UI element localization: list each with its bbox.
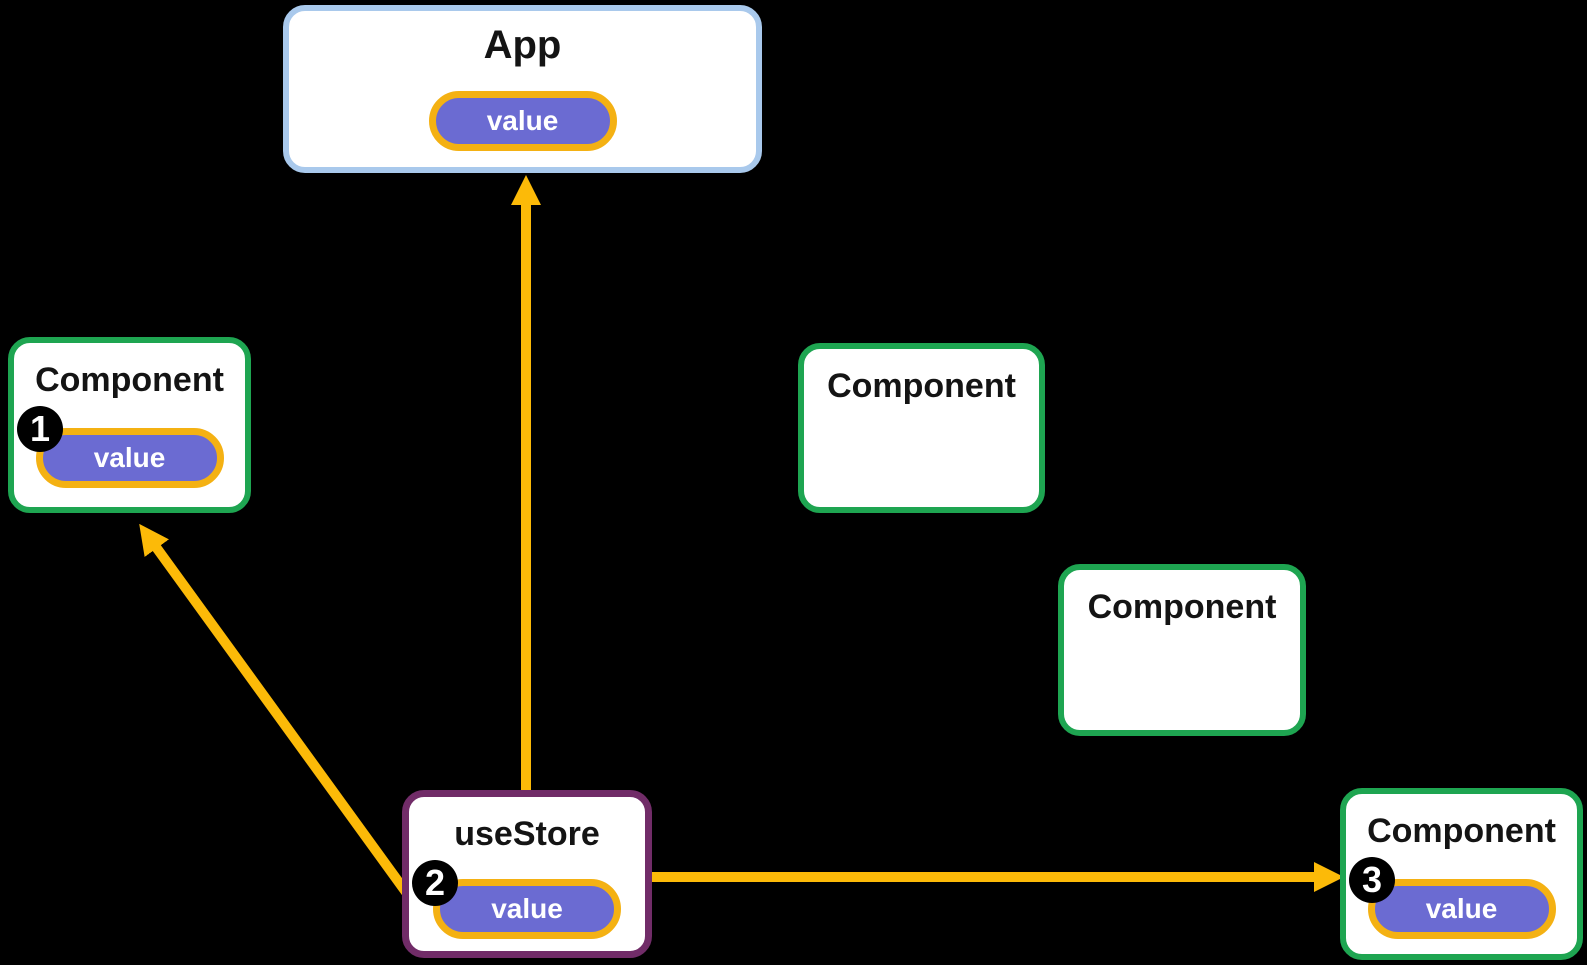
node-app: App value xyxy=(283,5,762,173)
arrow-usestore-to-component-1 xyxy=(139,523,437,931)
value-pill-label: value xyxy=(491,892,563,924)
node-component-3: Component xyxy=(1058,564,1306,736)
node-title: Component xyxy=(1087,588,1277,626)
value-pill: value xyxy=(35,427,224,488)
node-title: App xyxy=(483,23,562,67)
value-pill-label: value xyxy=(93,441,166,473)
node-title: Component xyxy=(827,367,1016,405)
node-component-1: 1 Component value xyxy=(8,337,251,513)
value-pill: value xyxy=(433,878,621,939)
value-pill: value xyxy=(428,91,617,151)
node-component-2: Component xyxy=(798,343,1045,513)
value-pill: value xyxy=(1367,878,1556,939)
value-pill-label: value xyxy=(486,105,559,136)
node-component-4: 3 Component value xyxy=(1340,788,1583,960)
step-badge: 2 xyxy=(412,860,458,906)
node-title: Component xyxy=(1367,812,1556,850)
node-title: useStore xyxy=(454,815,600,853)
node-use-store: 2 useStore value xyxy=(402,790,652,958)
step-badge: 1 xyxy=(17,406,63,452)
step-badge: 3 xyxy=(1349,857,1395,903)
node-title: Component xyxy=(35,361,224,399)
value-pill-label: value xyxy=(1425,892,1498,924)
